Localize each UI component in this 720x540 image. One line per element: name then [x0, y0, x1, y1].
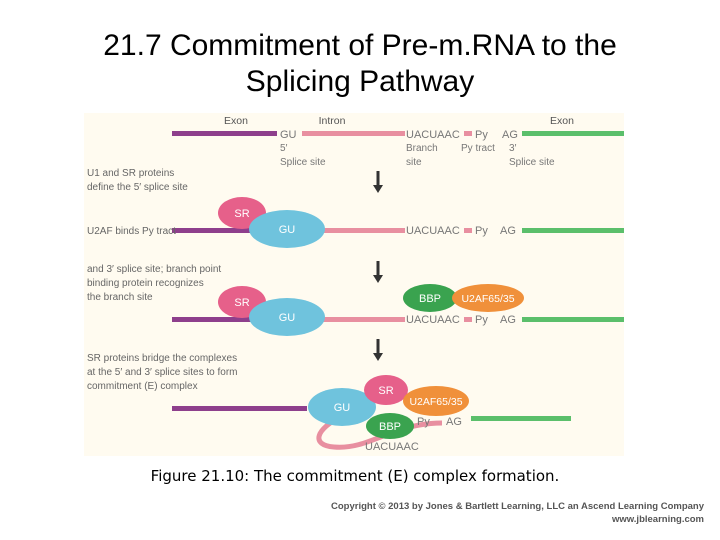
bbp-label: BBP: [379, 421, 401, 433]
intron-bar-py: [464, 317, 472, 322]
down-arrow-icon: [373, 261, 383, 283]
step3-text-line1: SR proteins bridge the complexes: [87, 353, 237, 364]
splicing-diagram: Exon Intron Exon GU 5′ Splice site UACUA…: [87, 115, 624, 453]
gu-label: GU: [279, 224, 296, 236]
copyright-line: Copyright © 2013 by Jones & Bartlett Lea…: [331, 501, 704, 512]
exon-left-bar: [172, 406, 307, 411]
exon-left-bar: [172, 317, 277, 322]
py-tract: Py: [475, 314, 488, 326]
gu-site: GU: [280, 129, 297, 141]
branch-sequence: UACUAAC: [406, 129, 460, 141]
branch-sequence: UACUAAC: [365, 441, 419, 453]
exon-right-bar: [522, 131, 624, 136]
gu-five-prime: 5′: [280, 143, 288, 154]
py-tract: Py: [475, 225, 488, 237]
step2-text-line1: U2AF binds Py tract: [87, 226, 176, 237]
branch-sequence: UACUAAC: [406, 314, 460, 326]
branch-label: Branch: [406, 143, 438, 154]
intron-loop: [316, 413, 443, 450]
publisher-url: www.jblearning.com: [611, 514, 704, 525]
copyright-notice: Copyright © 2013 by Jones & Bartlett Lea…: [331, 500, 704, 526]
sr-label: SR: [378, 385, 393, 397]
sr-label: SR: [234, 297, 249, 309]
splicing-figure: Exon Intron Exon GU 5′ Splice site UACUA…: [84, 113, 624, 456]
u2af-label: U2AF65/35: [461, 293, 514, 305]
ag-site: AG: [502, 129, 518, 141]
intron-bar: [277, 317, 405, 322]
sr-label: SR: [234, 208, 249, 220]
intron-bar: [277, 228, 405, 233]
slide-title: 21.7 Commitment of Pre-m.RNA to the Spli…: [0, 28, 720, 100]
exon-left-label: Exon: [224, 115, 248, 127]
intron-bar-py: [464, 228, 472, 233]
u2af-label: U2AF65/35: [409, 396, 462, 408]
exon-right-bar: [522, 317, 624, 322]
py-tract: Py: [417, 416, 430, 428]
title-line-2: Splicing Pathway: [245, 65, 475, 98]
intron-bar-py: [464, 131, 472, 136]
gu-label: GU: [279, 312, 296, 324]
sr-protein: [364, 375, 408, 405]
down-arrow-icon: [373, 339, 383, 361]
u1-gu-complex: [308, 388, 376, 426]
step3-text-line2: at the 5′ and 3′ splice sites to form: [87, 367, 238, 378]
figure-caption: Figure 21.10: The commitment (E) complex…: [150, 467, 560, 485]
u1-gu-complex: [249, 210, 325, 248]
ag-splice-site-label: Splice site: [509, 157, 555, 168]
title-line-1: 21.7 Commitment of Pre-m.RNA to the: [103, 29, 617, 62]
ag-site: AG: [500, 225, 516, 237]
exon-right-bar: [471, 416, 571, 421]
py-tract: Py: [475, 129, 488, 141]
u1-gu-complex: [249, 298, 325, 336]
down-arrow-icon: [373, 171, 383, 193]
bbp-protein: [366, 413, 414, 439]
exon-right-label: Exon: [550, 115, 574, 127]
step2-text-line2: and 3′ splice site; branch point: [87, 264, 221, 275]
branch-site-label: site: [406, 157, 422, 168]
intron-bar: [302, 131, 405, 136]
bbp-label: BBP: [419, 293, 441, 305]
step3-text-line3: commitment (E) complex: [87, 381, 198, 392]
u2af-protein: [452, 284, 524, 312]
step2-text-line3: binding protein recognizes: [87, 278, 204, 289]
gu-label: GU: [334, 402, 351, 414]
gu-splice-site-label: Splice site: [280, 157, 326, 168]
bbp-protein: [403, 284, 457, 312]
py-tract-label: Py tract: [461, 143, 495, 154]
intron-label: Intron: [319, 115, 346, 127]
exon-left-bar: [172, 131, 277, 136]
step1-text-line2: define the 5′ splice site: [87, 182, 188, 193]
step2-text-line4: the branch site: [87, 292, 153, 303]
branch-sequence: UACUAAC: [406, 225, 460, 237]
exon-right-bar: [522, 228, 624, 233]
ag-site: AG: [500, 314, 516, 326]
exon-left-bar: [172, 228, 277, 233]
ag-three-prime: 3′: [509, 143, 517, 154]
ag-site: AG: [446, 416, 462, 428]
u2af-protein: [403, 386, 469, 416]
step1-text-line1: U1 and SR proteins: [87, 168, 174, 179]
